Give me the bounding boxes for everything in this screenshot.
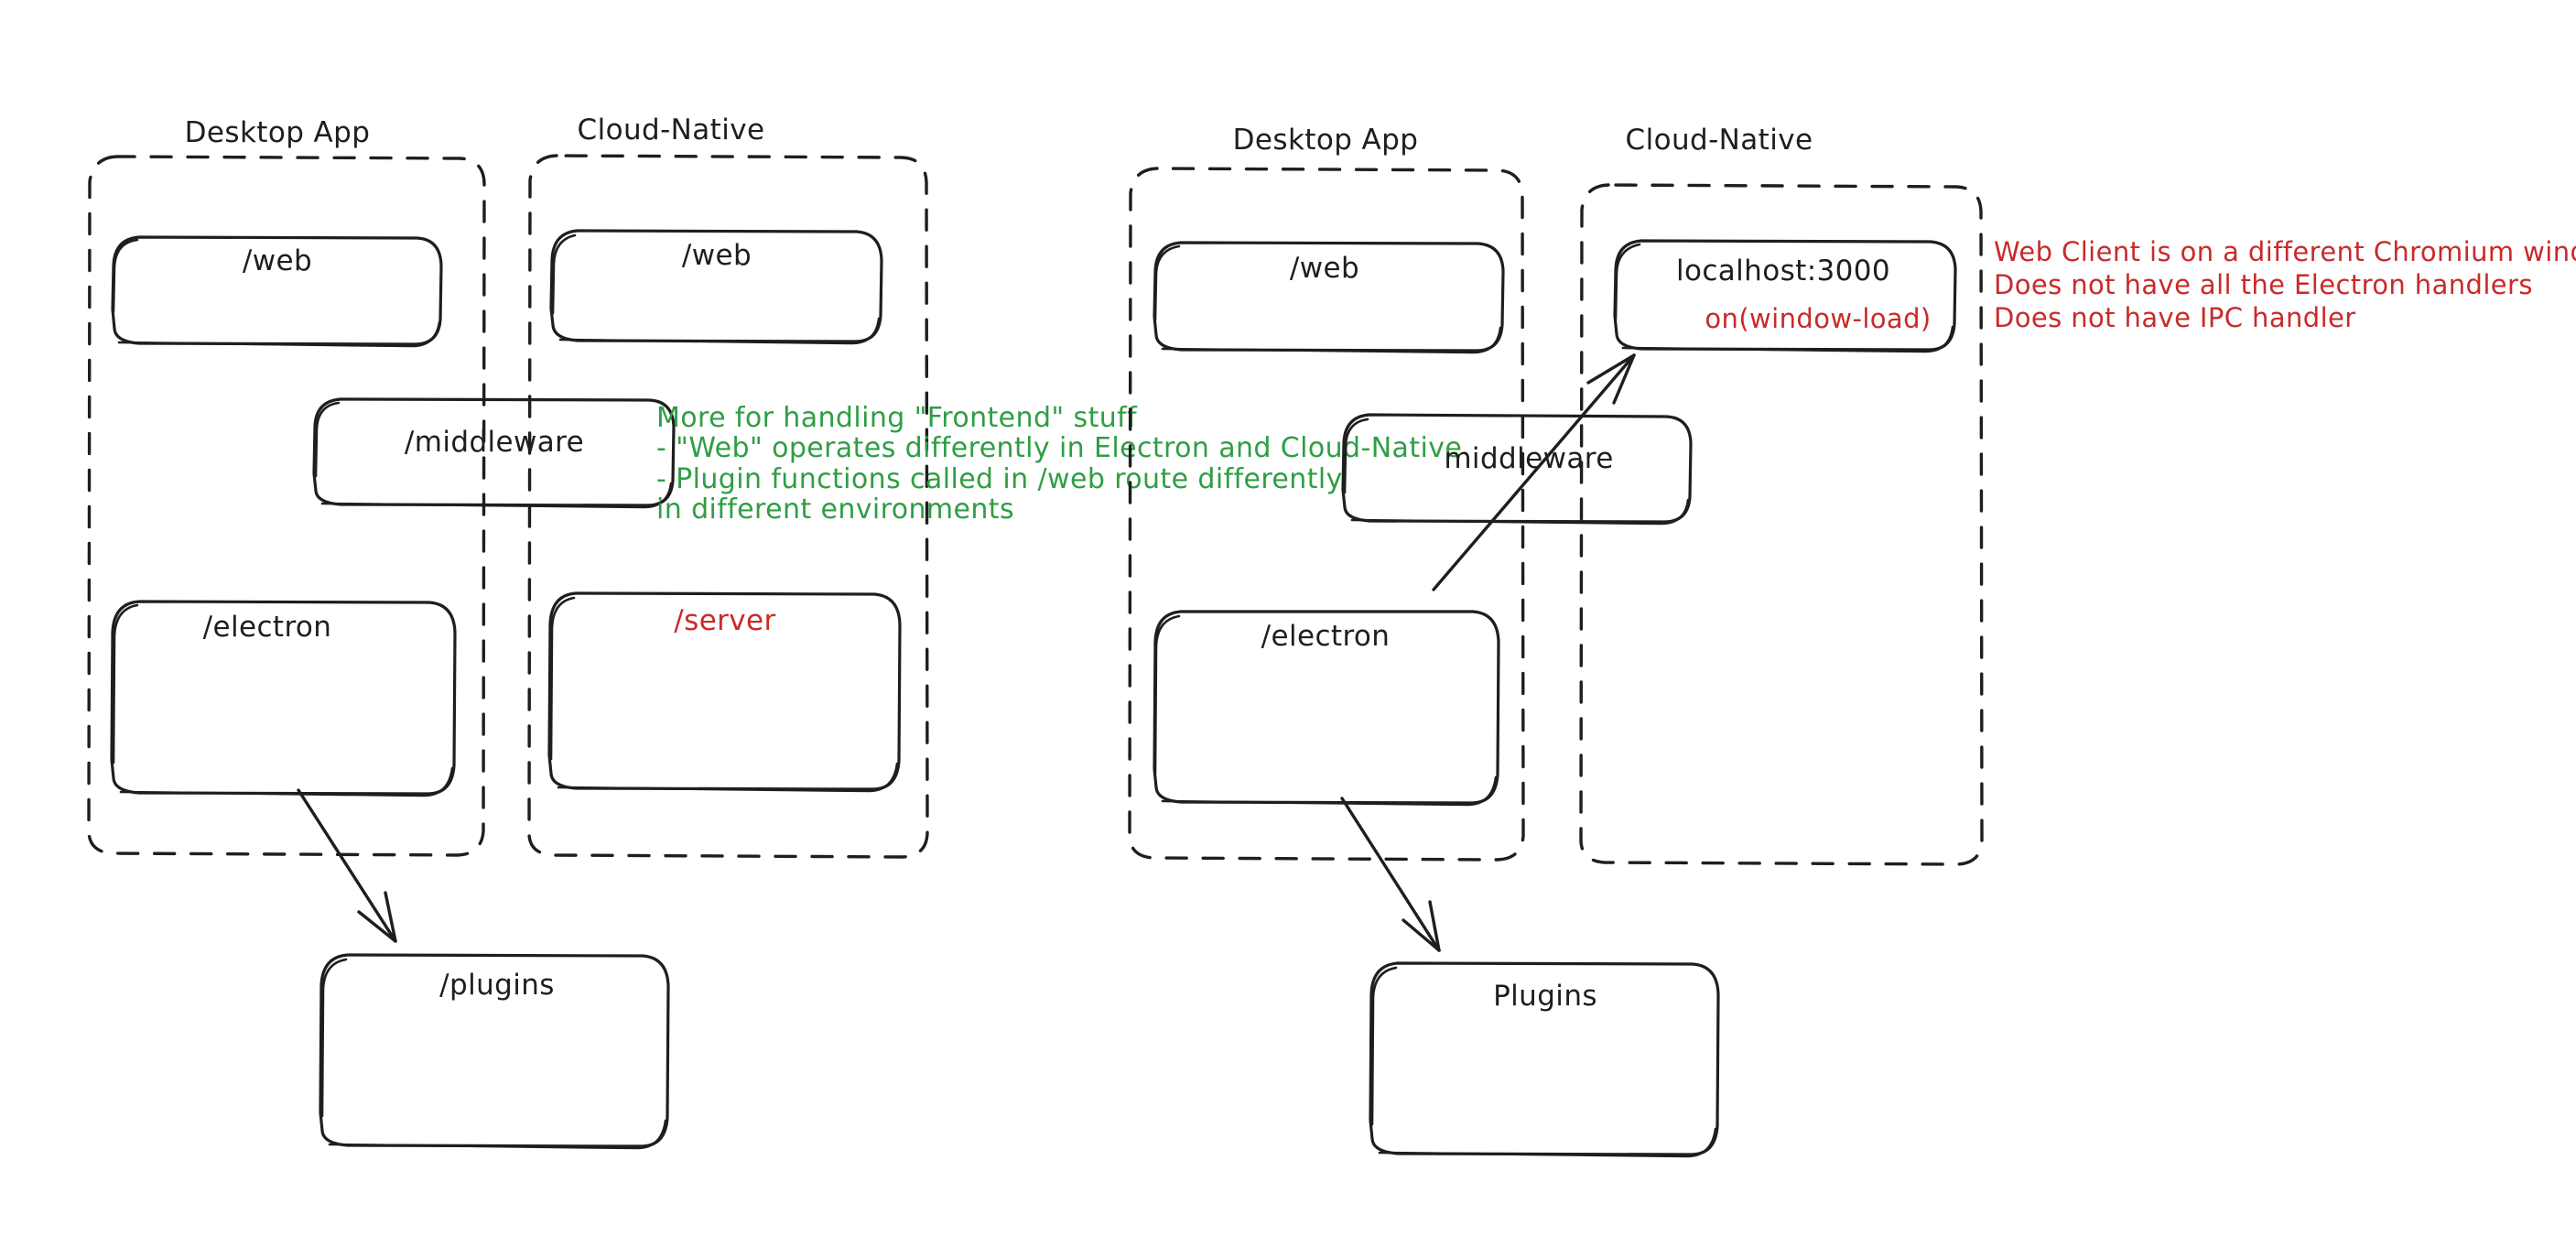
node-left-plugins[interactable] <box>319 953 670 1150</box>
node-right-electron-label: /electron <box>1261 620 1391 653</box>
node-right-middleware[interactable] <box>1341 413 1693 526</box>
container-right-desktop-title: Desktop App <box>1233 124 1419 157</box>
container-right-desktop <box>1128 167 1525 862</box>
note-red: Web Client is on a different Chromium wi… <box>1994 236 2576 333</box>
container-right-cloud-title: Cloud-Native <box>1626 124 1813 157</box>
node-right-electron[interactable] <box>1153 610 1500 807</box>
arrow-right-electron-to-plugins <box>1340 797 1441 952</box>
svg-text:Does not have all the Electron: Does not have all the Electron handlers <box>1994 269 2533 300</box>
node-left-middleware[interactable] <box>312 397 676 509</box>
node-right-localhost[interactable] <box>1613 239 1957 353</box>
node-left-middleware-label: /middleware <box>405 426 584 459</box>
svg-text:in different environments: in different environments <box>656 493 1014 526</box>
note-green: More for handling "Frontend" stuff - "We… <box>656 402 1462 526</box>
node-right-middleware-label: middleware <box>1444 442 1613 475</box>
node-left-cloud-web-label: /web <box>682 239 752 272</box>
svg-text:More for handling "Frontend" s: More for handling "Frontend" stuff <box>656 402 1138 434</box>
container-left-desktop-title: Desktop App <box>185 116 371 149</box>
node-right-desktop-web[interactable] <box>1153 241 1505 354</box>
node-right-localhost-label: localhost:3000 <box>1676 255 1890 287</box>
arrow-right-electron-to-localhost <box>1432 353 1636 591</box>
svg-text:- Plugin functions called in /: - Plugin functions called in /web route … <box>656 463 1343 495</box>
node-right-localhost-sublabel: on(window-load) <box>1705 303 1931 334</box>
svg-text:Web Client is on a different C: Web Client is on a different Chromium wi… <box>1994 236 2576 267</box>
container-right-cloud <box>1579 183 1984 866</box>
node-right-desktop-web-label: /web <box>1290 252 1359 285</box>
arrow-left-electron-to-plugins <box>297 788 397 943</box>
node-right-plugins[interactable] <box>1369 961 1720 1158</box>
container-left-cloud-title: Cloud-Native <box>578 114 765 146</box>
node-left-electron-label: /electron <box>203 611 332 644</box>
node-left-desktop-web-label: /web <box>243 244 312 277</box>
container-left-cloud <box>527 154 929 859</box>
svg-text:- "Web" operates differently i: - "Web" operates differently in Electron… <box>656 432 1462 464</box>
node-left-cloud-web[interactable] <box>549 229 883 345</box>
node-left-electron[interactable] <box>110 600 457 797</box>
node-left-plugins-label: /plugins <box>439 969 555 1002</box>
node-left-server[interactable] <box>547 591 902 793</box>
container-left-desktop <box>87 155 486 857</box>
node-left-desktop-web[interactable] <box>111 235 443 348</box>
node-left-server-label: /server <box>674 604 775 637</box>
node-right-plugins-label: Plugins <box>1493 980 1597 1013</box>
svg-text:Does not have IPC handler: Does not have IPC handler <box>1994 302 2356 333</box>
